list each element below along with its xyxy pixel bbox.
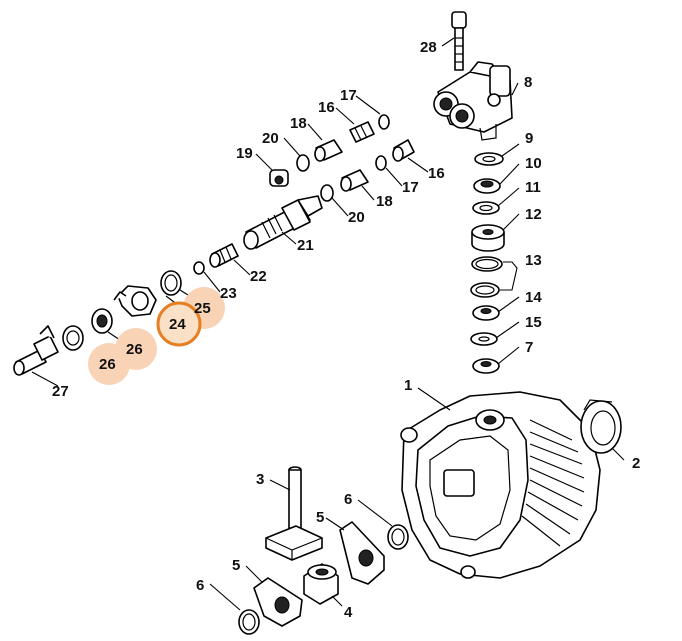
- callout-11[interactable]: 11: [525, 179, 541, 196]
- highlights: [88, 287, 225, 385]
- part-ring-15: [470, 332, 498, 346]
- callout-3[interactable]: 3: [256, 471, 264, 488]
- callout-6b[interactable]: 6: [196, 577, 204, 594]
- part-ring-6b: [238, 609, 260, 635]
- part-o-ring-20b: [320, 184, 334, 202]
- part-ring-11: [472, 201, 500, 215]
- callout-17b[interactable]: 17: [402, 179, 419, 196]
- part-seal-ring-2: [580, 399, 622, 454]
- callout-7[interactable]: 7: [525, 339, 533, 356]
- part-connector-27: [13, 325, 59, 376]
- part-backup-13b: [470, 282, 500, 298]
- callout-20a[interactable]: 20: [262, 130, 279, 147]
- callout-13[interactable]: 13: [525, 252, 542, 269]
- callout-22[interactable]: 22: [250, 268, 267, 285]
- part-bushing-4: [303, 563, 339, 605]
- callout-4[interactable]: 4: [344, 604, 353, 621]
- part-guide-12: [471, 224, 505, 252]
- part-bracket-24: [113, 285, 157, 317]
- callout-18a[interactable]: 18: [290, 115, 307, 132]
- part-o-ring-23: [193, 261, 205, 275]
- part-o-ring-17a: [378, 114, 390, 130]
- part-seal-26b: [62, 325, 84, 351]
- callout-12[interactable]: 12: [525, 206, 542, 223]
- callout-16a[interactable]: 16: [318, 99, 335, 116]
- part-ring-6a: [387, 524, 409, 550]
- part-piston-3: [265, 466, 323, 561]
- callout-26b-highlighted[interactable]: 26: [99, 356, 116, 373]
- callout-1[interactable]: 1: [404, 377, 412, 394]
- callout-18b[interactable]: 18: [376, 193, 393, 210]
- part-seal-10: [473, 178, 501, 194]
- part-seal-7: [472, 358, 500, 374]
- callout-15[interactable]: 15: [525, 314, 542, 331]
- part-housing-1: [400, 391, 601, 579]
- callout-21[interactable]: 21: [297, 237, 314, 254]
- part-fitting-21: [243, 195, 323, 250]
- callout-5b[interactable]: 5: [232, 557, 240, 574]
- part-valve-cage-18b: [340, 169, 369, 192]
- callout-23[interactable]: 23: [220, 285, 237, 302]
- callout-5a[interactable]: 5: [316, 509, 324, 526]
- part-o-ring-13a: [471, 256, 503, 272]
- callout-8[interactable]: 8: [524, 74, 532, 91]
- callout-19[interactable]: 19: [236, 145, 253, 162]
- highlight-26b-circle: [88, 343, 130, 385]
- part-bolt-28: [451, 11, 467, 71]
- part-valve-head-8: [433, 61, 513, 141]
- callout-2[interactable]: 2: [632, 455, 640, 472]
- callout-25-highlighted[interactable]: 25: [194, 300, 211, 317]
- callout-labels: 28 8 17 16 18 20 19 16 17 18 20 21 22 23…: [52, 39, 640, 621]
- callout-16b[interactable]: 16: [428, 165, 445, 182]
- part-valve-16a: [349, 121, 375, 143]
- part-o-ring-20a: [296, 154, 310, 172]
- callout-28[interactable]: 28: [420, 39, 437, 56]
- part-plate-5a: [339, 521, 385, 585]
- part-screw-22: [209, 243, 239, 268]
- callout-26a-highlighted[interactable]: 26: [126, 341, 143, 358]
- callout-17a[interactable]: 17: [340, 87, 357, 104]
- part-washer-25: [160, 270, 182, 296]
- callout-9[interactable]: 9: [525, 130, 533, 147]
- callout-20b[interactable]: 20: [348, 209, 365, 226]
- callout-6a[interactable]: 6: [344, 491, 352, 508]
- callout-24-selected[interactable]: 24: [169, 316, 186, 333]
- highlight-24-circle[interactable]: [156, 301, 202, 347]
- part-seal-14: [472, 305, 500, 321]
- part-plug-19: [269, 169, 289, 187]
- callout-14[interactable]: 14: [525, 289, 542, 306]
- part-valve-cage-18a: [314, 139, 343, 162]
- part-valve-16b: [392, 139, 415, 162]
- part-plate-5b: [253, 577, 303, 627]
- part-seal-26a: [91, 308, 113, 334]
- callout-27[interactable]: 27: [52, 383, 69, 400]
- callout-10[interactable]: 10: [525, 155, 542, 172]
- part-o-ring-17b: [375, 155, 387, 171]
- part-washer-9: [474, 152, 504, 166]
